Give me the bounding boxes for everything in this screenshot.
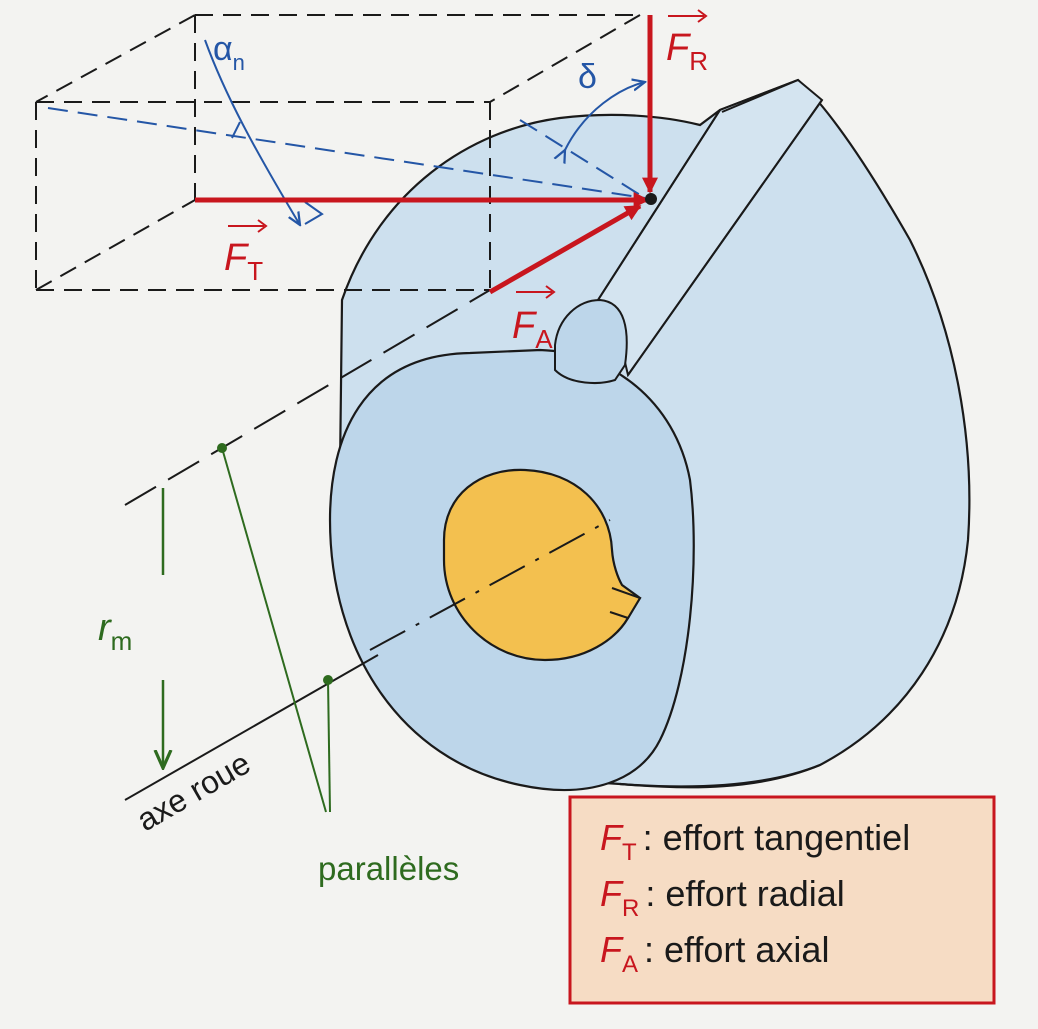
parallel-pointer-2	[327, 679, 331, 813]
legend-row-fr: FR: effort radial	[600, 873, 845, 922]
parallel-pointer-1	[221, 447, 327, 813]
force-vectors	[195, 15, 659, 295]
construction-lines	[35, 14, 641, 801]
alpha-n-label: αn	[213, 30, 245, 75]
fa-overarrow-icon	[516, 285, 556, 299]
green-annotations: rm parallèles	[98, 443, 459, 887]
tooth-stub	[554, 298, 628, 384]
rm-label: rm	[98, 607, 132, 656]
legend-row-fa: FA: effort axial	[600, 929, 829, 978]
parallel-dot-1	[217, 443, 227, 453]
fr-overarrow-icon	[668, 9, 708, 23]
delta-arc	[565, 82, 645, 150]
hub	[442, 468, 642, 662]
legend-row-ft: FT: effort tangentiel	[600, 817, 910, 866]
tangent-dashed-line	[47, 107, 646, 199]
delta-label: δ	[578, 58, 597, 96]
paralleles-label: parallèles	[318, 850, 459, 887]
alpha-foot-arrow	[304, 201, 324, 225]
wheel-axis-line	[124, 289, 491, 506]
ft-overarrow-icon	[228, 219, 268, 233]
svg-text:FT: FT	[224, 237, 263, 286]
svg-text:FA: FA	[512, 305, 553, 354]
force-label-fr: FR	[666, 9, 708, 76]
legend-box: FT: effort tangentiel FR: effort radial …	[568, 795, 996, 1005]
hub-keyway	[609, 587, 642, 620]
tooth-left-edge	[597, 79, 799, 301]
blue-annotations	[47, 39, 646, 225]
force-label-ft: FT	[224, 219, 268, 286]
wheel-lower-edge	[619, 763, 821, 788]
bevel-wheel	[328, 78, 971, 792]
fa-vector	[488, 203, 642, 295]
force-label-fa: FA	[512, 285, 556, 354]
axis-through-hub	[369, 519, 611, 651]
box-dashed-edges	[35, 14, 641, 291]
axe-roue-label: axe roue	[131, 745, 257, 838]
tooth-flank-line	[627, 99, 823, 376]
contact-point	[645, 193, 657, 205]
alpha-arrow-mark	[231, 121, 241, 139]
svg-text:FR: FR	[666, 27, 708, 76]
parallel-dot-2	[323, 675, 333, 685]
legend-background	[568, 795, 996, 1005]
